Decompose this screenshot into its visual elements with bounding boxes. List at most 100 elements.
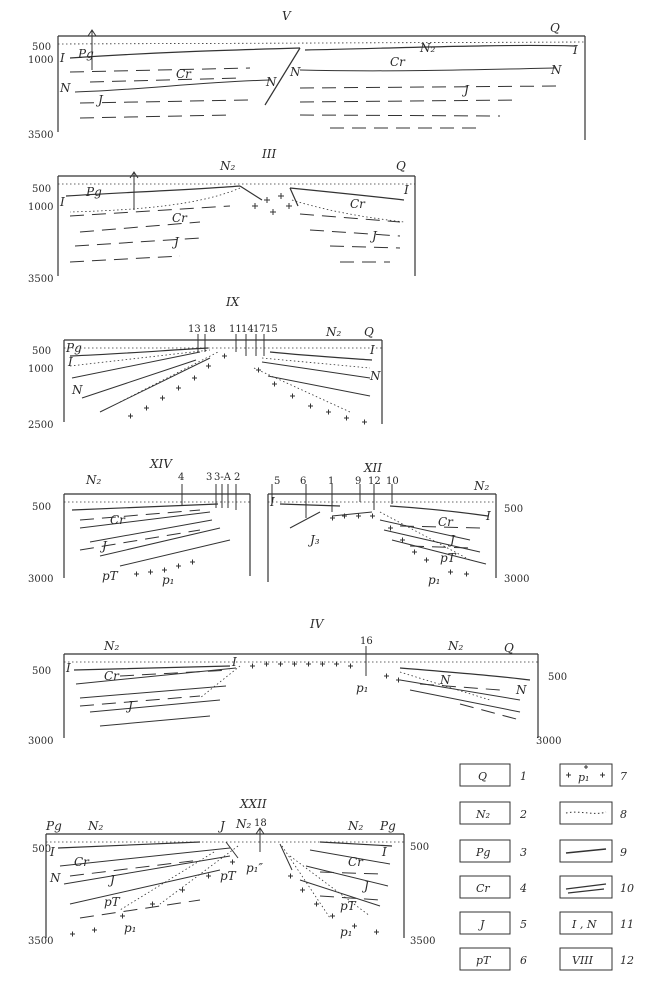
label-pg: Pg: [85, 185, 102, 199]
well-10: 10: [386, 476, 399, 487]
label-p1: p₁: [162, 573, 175, 587]
label-n2: N₂: [219, 159, 236, 173]
label-n-mid: N: [439, 673, 451, 687]
section-title: XII: [363, 461, 382, 475]
dotted-contact: [379, 511, 471, 561]
label-q: Q: [396, 159, 406, 173]
label-n2: N₂: [473, 479, 490, 493]
section-xiv: XIV 500 3000 4 3 3-A 2 N₂ Cr J pT p₁: [28, 457, 251, 587]
well-markers: 18: [254, 818, 267, 852]
label-j-right: J: [461, 83, 470, 97]
section-frame: [57, 35, 586, 140]
depth-label-top: 500: [32, 346, 51, 357]
strata-lines: [75, 667, 521, 727]
horizon-i: [65, 185, 405, 201]
well-1: 1: [328, 476, 334, 487]
label-n2-left: N₂: [87, 819, 104, 833]
well-4: 4: [178, 472, 184, 483]
label-q: Q: [550, 21, 560, 35]
legend-box: [459, 801, 511, 825]
label-j-top: J: [217, 819, 226, 833]
legend-dotted-line: [565, 811, 607, 814]
label-pg: Pg: [77, 47, 94, 61]
legend-box: [459, 911, 511, 935]
label-j3: J₃: [307, 533, 320, 547]
dotted-contacts: [69, 349, 371, 413]
label-n2: N₂: [419, 41, 436, 55]
label-j: J: [99, 539, 108, 553]
label-p1: p₁: [356, 681, 369, 695]
label-n2-right: N₂: [347, 819, 364, 833]
section-frame: [63, 493, 251, 578]
depth-label-mid: 1000: [28, 202, 53, 213]
strata-dashes: [79, 669, 521, 721]
label-n-left: N: [71, 383, 83, 397]
fault-lines: [225, 841, 293, 871]
well-markers: 5 6 1 9 12 10: [271, 476, 399, 518]
depth-label-bottom-right: 3500: [410, 936, 435, 947]
crystalline-basement-crosses: [330, 513, 469, 577]
label-q: Q: [504, 641, 514, 655]
section-xxii: XXII 500 500 3500 3500 18 Pg Pg N₂ N₂ N₂…: [28, 797, 435, 947]
section-xii: XII 500 3000 5 6 1 9 12 10 N₂ Cr J J₃ pT…: [267, 461, 529, 587]
depth-label-bottom-right: 3000: [536, 736, 561, 747]
legend-box: [559, 875, 613, 899]
label-p1-right: p₁: [340, 925, 353, 939]
section-v: V 500 1000 3500 Pg N₂ Q Cr Cr J J I I N …: [28, 9, 586, 141]
legend-number: 3: [520, 846, 527, 859]
legend: Q 1 N₂ 2 Pg 3 Cr 4 J 5 pT 6 p₁ 7 8 9 10: [459, 763, 634, 971]
label-n-right: N: [550, 63, 562, 77]
label-pt-mid: pT: [220, 869, 237, 883]
depth-label-bottom-left: 3000: [28, 736, 53, 747]
well-18: 18: [203, 324, 216, 335]
depth-label-bottom: 3000: [504, 574, 529, 585]
strata-dashes: [69, 205, 401, 263]
legend-number: 5: [520, 918, 527, 931]
well-markers: 16: [360, 636, 373, 676]
legend-box: [559, 763, 613, 787]
legend-symbol: VIII: [572, 954, 594, 967]
fault-line: [264, 47, 301, 106]
depth-label-top: 500: [504, 504, 523, 515]
dome-flank: [239, 185, 299, 207]
strata-dashes: [79, 509, 201, 551]
label-n-mid: N: [265, 75, 277, 89]
horizon-n: [74, 67, 556, 93]
label-n2: N₂: [325, 325, 342, 339]
label-j-left: J: [95, 93, 104, 107]
legend-symbol: p₁: [578, 771, 589, 784]
section-title: V: [282, 9, 292, 23]
label-n2: N₂: [85, 473, 102, 487]
label-cr-left: Cr: [74, 855, 90, 869]
section-frame: [63, 653, 539, 738]
depth-label-bottom: 3500: [28, 130, 53, 141]
label-cr-left: Cr: [176, 67, 192, 81]
legend-number: 12: [620, 954, 634, 967]
depth-label-top-right: 500: [410, 842, 429, 853]
depth-label-mid: 1000: [28, 55, 53, 66]
label-i-left: I: [59, 51, 65, 65]
well-12: 12: [368, 476, 381, 487]
depth-label-top: 500: [32, 502, 51, 513]
label-i-left: I: [59, 195, 65, 209]
strata-lines: [289, 511, 487, 565]
label-pg: Pg: [65, 341, 82, 355]
well-13: 13: [188, 324, 201, 335]
well-5: 5: [274, 476, 280, 487]
label-pt-right: pT: [340, 899, 357, 913]
dotted-contacts: [119, 845, 371, 919]
label-cr: Cr: [438, 515, 454, 529]
depth-label-bottom-left: 3500: [28, 936, 53, 947]
label-cr-right: Cr: [350, 197, 366, 211]
label-i-left: I: [65, 661, 71, 675]
depth-label-top-left: 500: [32, 666, 51, 677]
legend-symbol: Q: [478, 770, 487, 783]
legend-box: [559, 911, 613, 935]
legend-number: 8: [620, 808, 627, 821]
label-n-right: N: [515, 683, 527, 697]
legend-number: 1: [520, 770, 527, 783]
label-pg-left: Pg: [45, 819, 62, 833]
legend-box: [459, 947, 511, 971]
depth-label-mid: 1000: [28, 364, 53, 375]
label-i-right: I: [485, 509, 491, 523]
